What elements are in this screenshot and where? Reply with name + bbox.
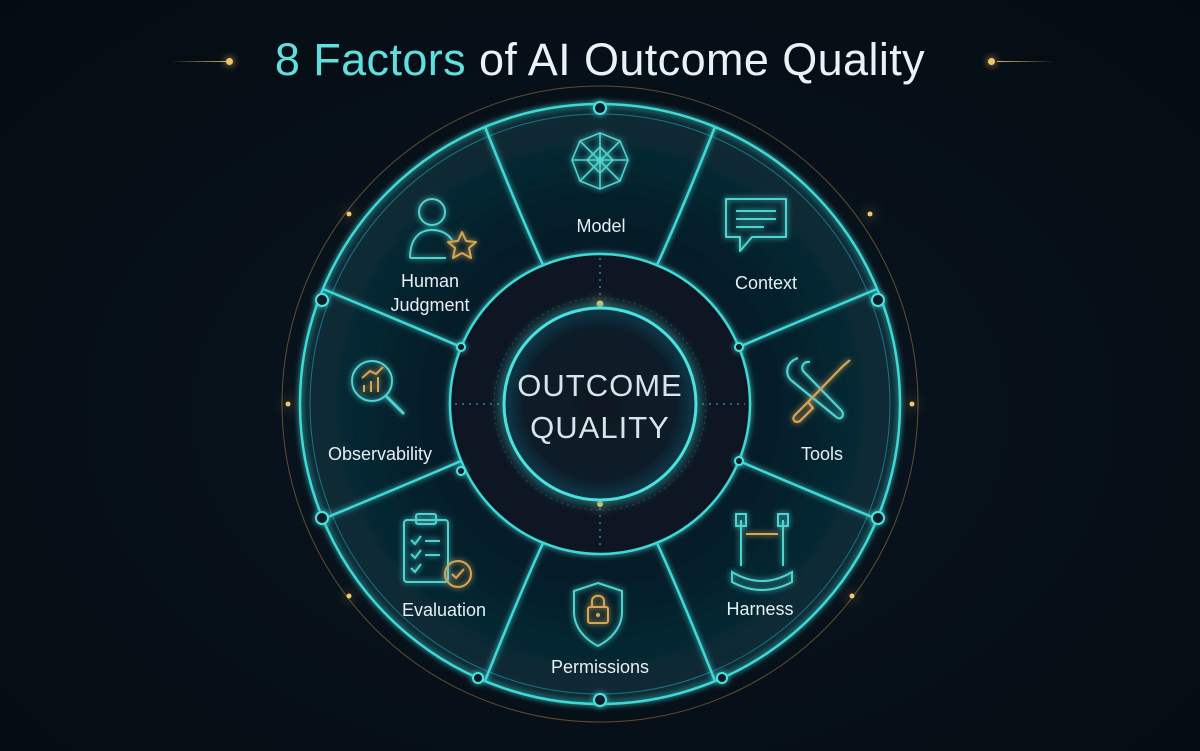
- dotted-guides: [455, 258, 745, 548]
- harness-icon: [731, 513, 793, 591]
- segment-dividers: [322, 126, 878, 682]
- speech-bubble-icon: [725, 198, 787, 252]
- factor-observability-label: Observability: [327, 444, 433, 464]
- network-icon: [571, 132, 629, 190]
- title-right-line: [997, 61, 1055, 62]
- title-right-dot: [988, 58, 995, 65]
- factor-human-judgment-label: Human Judgment: [350, 270, 510, 318]
- factor-human-line1: Human: [400, 271, 460, 291]
- core-circle: [502, 306, 698, 502]
- factor-model-label: Model: [576, 216, 626, 236]
- title-row: 8 Factors of AI Outcome Quality: [0, 30, 1200, 100]
- factor-context-label: Context: [734, 273, 798, 293]
- center-label: OUTCOME QUALITY: [500, 365, 700, 449]
- clipboard-check-icon: [403, 513, 472, 588]
- core-outer-halo: [493, 297, 707, 511]
- page-title: 8 Factors of AI Outcome Quality: [0, 34, 1200, 86]
- factor-permissions-label: Permissions: [550, 657, 650, 677]
- gold-sparkles: [285, 211, 915, 599]
- wrench-screwdriver-icon: [786, 356, 851, 423]
- outer-gold-ring: [281, 85, 919, 723]
- shield-lock-icon: [573, 581, 623, 648]
- center-line2: QUALITY: [530, 409, 670, 445]
- magnifier-chart-icon: [351, 360, 406, 416]
- factor-human-line2: Judgment: [390, 294, 470, 315]
- title-rest: of AI Outcome Quality: [466, 34, 926, 85]
- ring-nodes: [315, 101, 885, 707]
- center-line1: OUTCOME: [517, 368, 683, 403]
- title-left-dot: [226, 58, 233, 65]
- title-accent: 8 Factors: [274, 34, 467, 85]
- factor-harness-label: Harness: [726, 599, 794, 619]
- title-left-line: [170, 61, 228, 62]
- person-star-icon: [409, 198, 477, 259]
- factor-tools-label: Tools: [800, 444, 844, 464]
- factor-evaluation-label: Evaluation: [401, 600, 487, 620]
